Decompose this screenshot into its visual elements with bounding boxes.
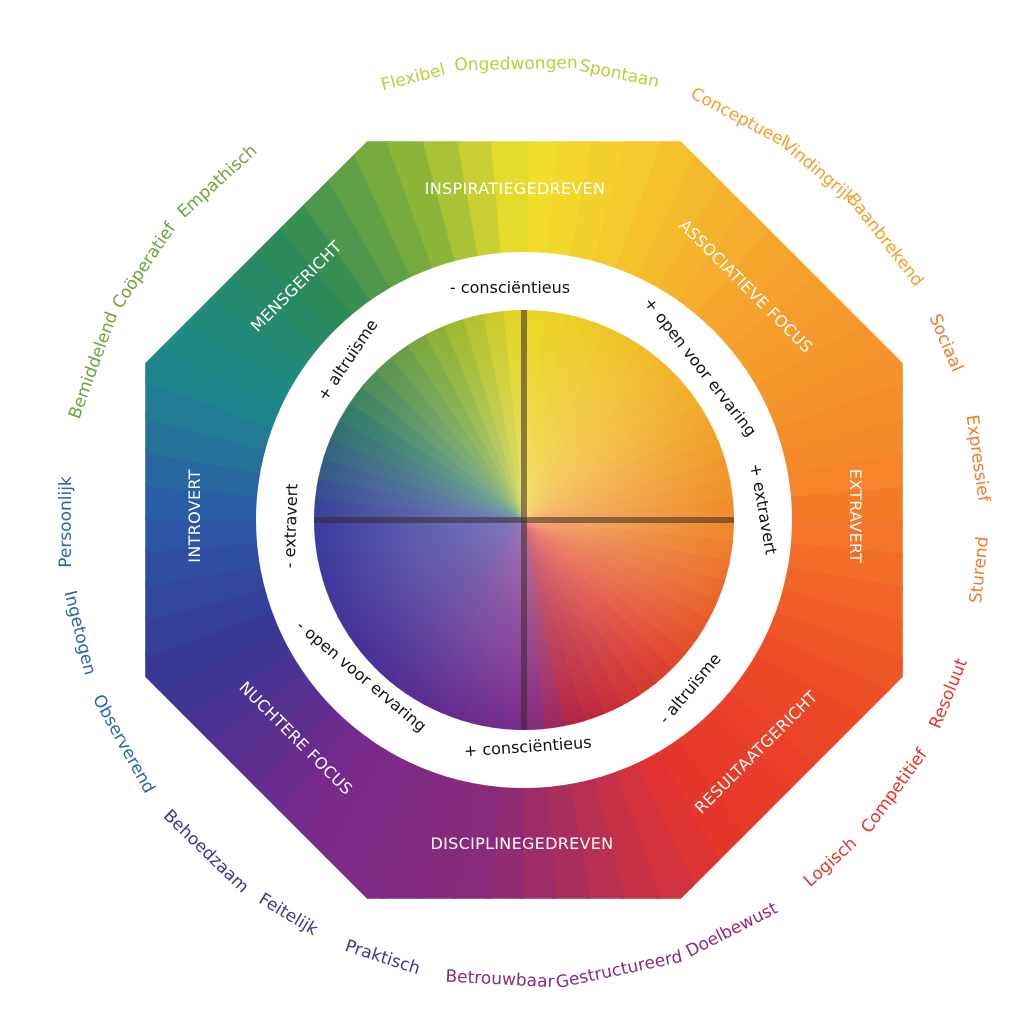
label-disciplinegedreven: DISCIPLINEGEDREVEN <box>431 834 614 853</box>
outer-word-baanbrekend: Baanbrekend <box>842 190 927 291</box>
outer-word-resoluut: Resoluut <box>926 655 972 731</box>
outer-word-bemiddelend: Bemiddelend <box>65 309 122 421</box>
outer-word-behoedzaam: Behoedzaam <box>159 806 253 897</box>
label-extravert: EXTRAVERT <box>846 469 865 563</box>
outer-word-empathisch: Empathisch <box>174 141 261 223</box>
label-introvert: INTROVERT <box>185 469 204 562</box>
outer-word-feitelijk: Feitelijk <box>255 889 321 940</box>
trait-min-conscientieus: - consciëntieus <box>450 278 570 297</box>
outer-word-sociaal: Sociaal <box>925 311 967 375</box>
outer-word-competitief: Competitief <box>857 744 932 837</box>
outer-word-expressief: Expressief <box>962 414 994 504</box>
trait-min-extravert: - extravert <box>280 483 302 568</box>
outer-word-observerend: Observerend <box>88 691 159 797</box>
outer-word-betrouwbaar: Betrouwbaar <box>445 967 555 993</box>
outer-word-cooperatief: Coöperatief <box>108 218 181 312</box>
outer-word-sturend: Sturend <box>966 536 993 605</box>
outer-word-spontaan: Spontaan <box>577 56 660 92</box>
outer-word-persoonlijk: Persoonlijk <box>56 476 76 568</box>
outer-word-logisch: Logisch <box>800 834 861 892</box>
outer-word-ongedwongen: Ongedwongen <box>454 53 578 75</box>
inner-disc <box>314 310 735 730</box>
outer-word-ingetogen: Ingetogen <box>59 589 99 677</box>
outer-word-conceptueel: Conceptueel <box>687 84 791 152</box>
outer-word-gestructureerd: Gestructureerd <box>554 947 684 993</box>
outer-word-doelbewust: Doelbewust <box>683 898 782 961</box>
label-inspiratiegedreven: INSPIRATIEGEDREVEN <box>425 179 605 198</box>
outer-word-flexibel: Flexibel <box>379 60 447 95</box>
outer-word-praktisch: Praktisch <box>343 936 423 979</box>
